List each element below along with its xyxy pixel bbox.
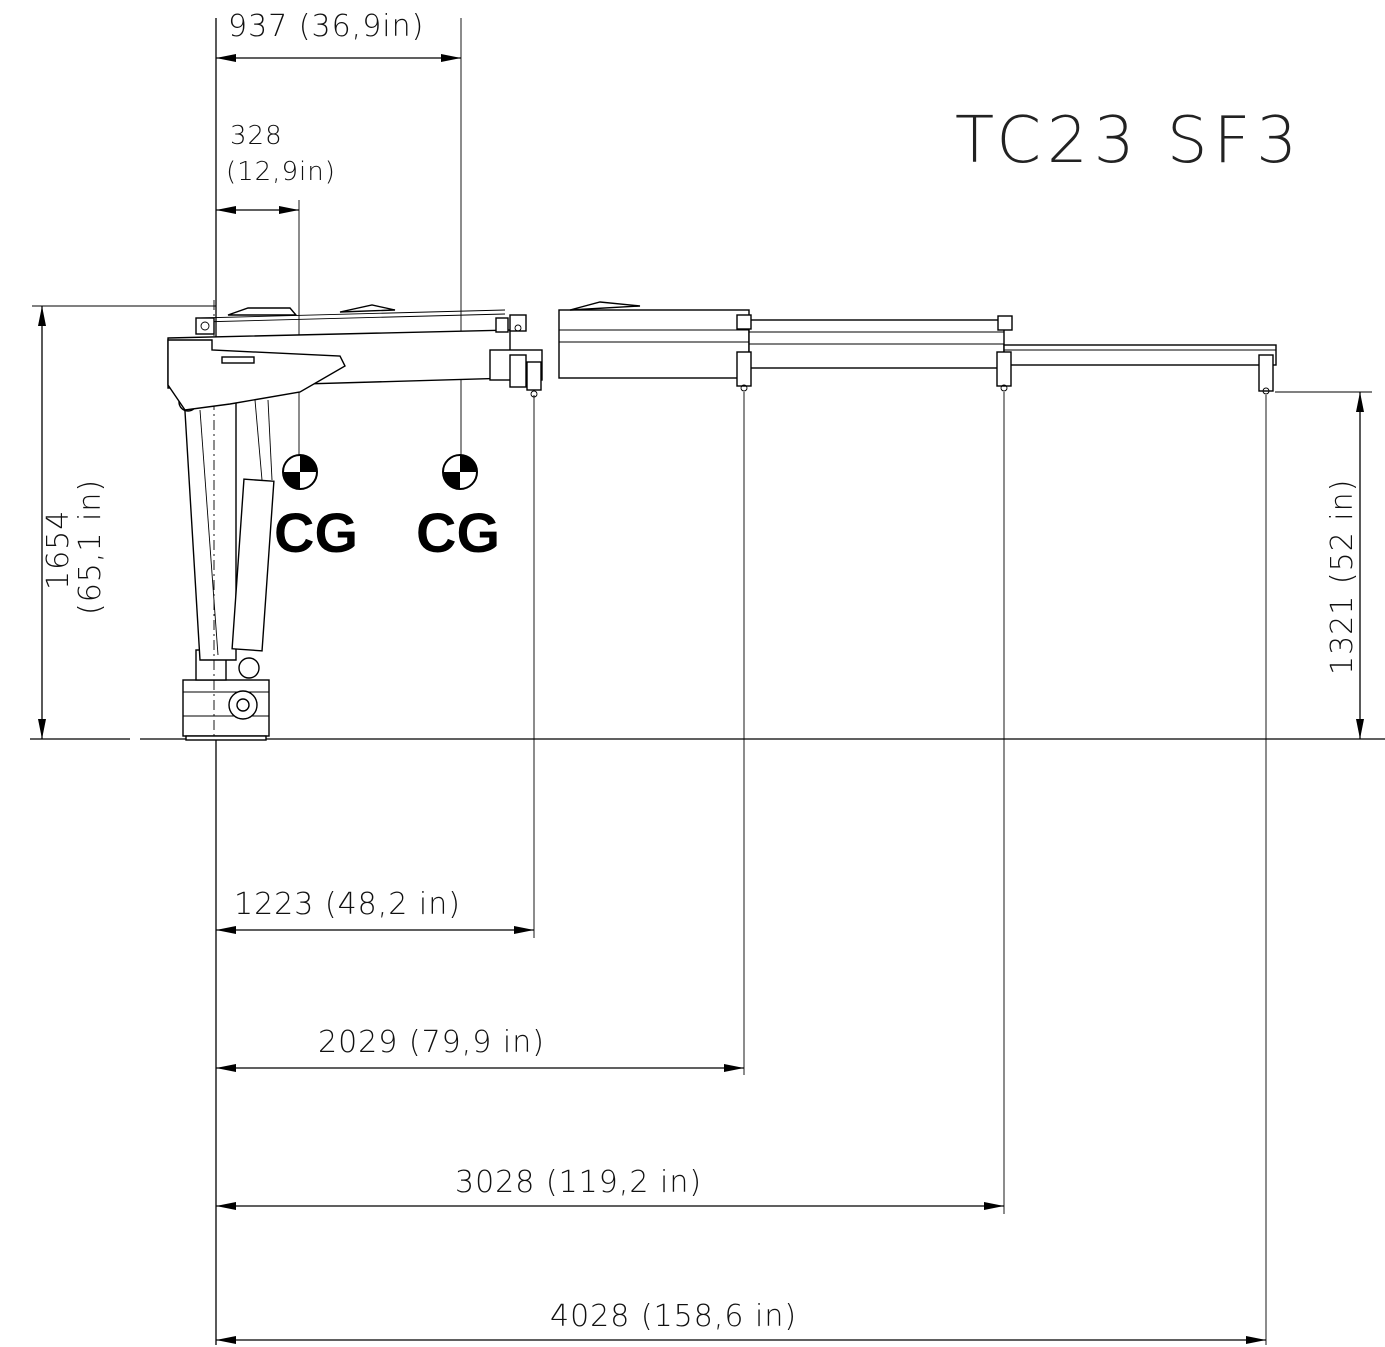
dimension-937-label: 937 (36,9in) xyxy=(228,9,424,44)
dimension-937: 937 (36,9in) xyxy=(216,9,462,460)
dimension-1321-label: 1321 (52 in) xyxy=(1325,479,1360,675)
cg-marker-1: CG xyxy=(274,454,358,564)
dimension-1223-label: 1223 (48,2 in) xyxy=(234,887,461,922)
model-title: TC23 SF3 xyxy=(955,104,1303,178)
dimension-1654-label-a: 1654 xyxy=(41,510,76,590)
dimension-328: 328 (12,9in) xyxy=(216,121,336,460)
telescopic-boom xyxy=(558,301,1277,395)
dimension-328-label-a: 328 xyxy=(230,121,283,151)
dimension-328-label-b: (12,9in) xyxy=(226,157,336,187)
dimension-2029: 2029 (79,9 in) xyxy=(216,392,745,1075)
dimension-3028: 3028 (119,2 in) xyxy=(216,392,1005,1214)
dimension-4028-label: 4028 (158,6 in) xyxy=(550,1299,797,1334)
cg-label-1: CG xyxy=(274,501,358,564)
cg-label-2: CG xyxy=(416,501,500,564)
dimension-1654: 1654 (65,1 in) xyxy=(32,305,216,739)
dimension-2029-label: 2029 (79,9 in) xyxy=(318,1025,545,1060)
dimension-3028-label: 3028 (119,2 in) xyxy=(455,1165,702,1200)
dimension-1321: 1321 (52 in) xyxy=(1275,391,1372,739)
cg-marker-2: CG xyxy=(416,454,500,564)
boom-extensions-head xyxy=(489,314,543,398)
dimension-4028: 4028 (158,6 in) xyxy=(216,395,1267,1345)
dimension-1654-label-b: (65,1 in) xyxy=(73,479,108,615)
dimension-1223: 1223 (48,2 in) xyxy=(216,395,535,938)
crane-base xyxy=(182,649,270,741)
main-boom xyxy=(167,304,511,411)
